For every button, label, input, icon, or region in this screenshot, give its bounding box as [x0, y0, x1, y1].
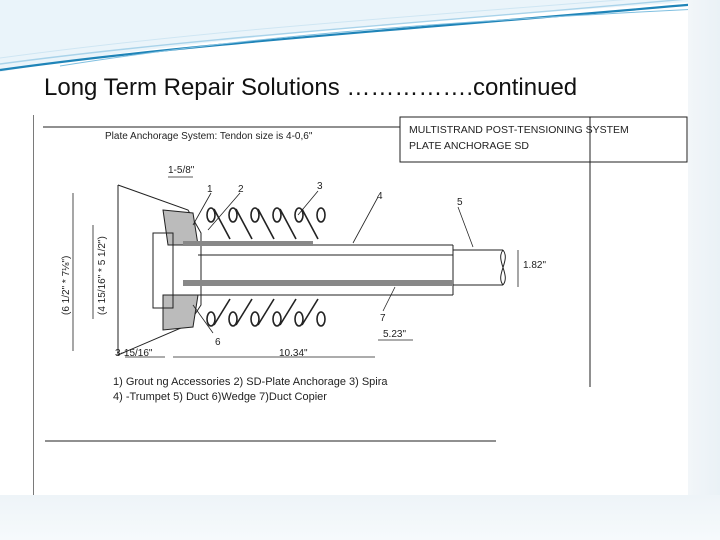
title-block: [399, 116, 688, 163]
callout-leaders: [192, 190, 474, 334]
header-left-text: Plate Anchorage System: Tendon size is 4…: [105, 131, 313, 142]
callout-1: 1: [207, 184, 213, 195]
dimension-lines: [72, 176, 519, 358]
dim-bottom-right: 5.23": [383, 329, 406, 340]
anchor-plate: [152, 209, 199, 331]
callout-2: 2: [238, 184, 244, 195]
header-right-line1: MULTISTRAND POST-TENSIONING SYSTEM: [409, 124, 629, 136]
duct-tube: [173, 241, 506, 296]
dim-outer-vertical: (6 1/2" * 7⅛"): [61, 256, 72, 315]
dim-right-diameter: 1.82": [523, 260, 546, 271]
callout-7: 7: [380, 313, 386, 324]
right-margin-panel: [688, 0, 720, 540]
bottom-margin-panel: [0, 495, 720, 540]
legend-line1: 1) Grout ng Accessories 2) SD-Plate Anch…: [113, 376, 388, 388]
header-right-line2: PLATE ANCHORAGE SD: [409, 140, 529, 152]
dim-bottom-left: 3-15/16": [115, 348, 153, 359]
trumpet-cone: [117, 184, 202, 356]
callout-4: 4: [377, 191, 383, 202]
anchorage-drawing: Plate Anchorage System: Tendon size is 4…: [32, 115, 688, 495]
spiral-coils: [206, 207, 326, 327]
callout-5: 5: [457, 197, 463, 208]
dim-top: 1-5/8": [168, 165, 195, 176]
callout-3: 3: [317, 181, 323, 192]
callout-6: 6: [215, 337, 221, 348]
dim-bottom-mid: 10.34": [279, 348, 308, 359]
slide-title: Long Term Repair Solutions …………….continu…: [44, 74, 578, 101]
legend-line2: 4) -Trumpet 5) Duct 6)Wedge 7)Duct Copie…: [113, 391, 327, 403]
dim-inner-vertical: (4 15/16" * 5 1/2"): [97, 236, 108, 315]
header-swoosh: [0, 0, 720, 72]
